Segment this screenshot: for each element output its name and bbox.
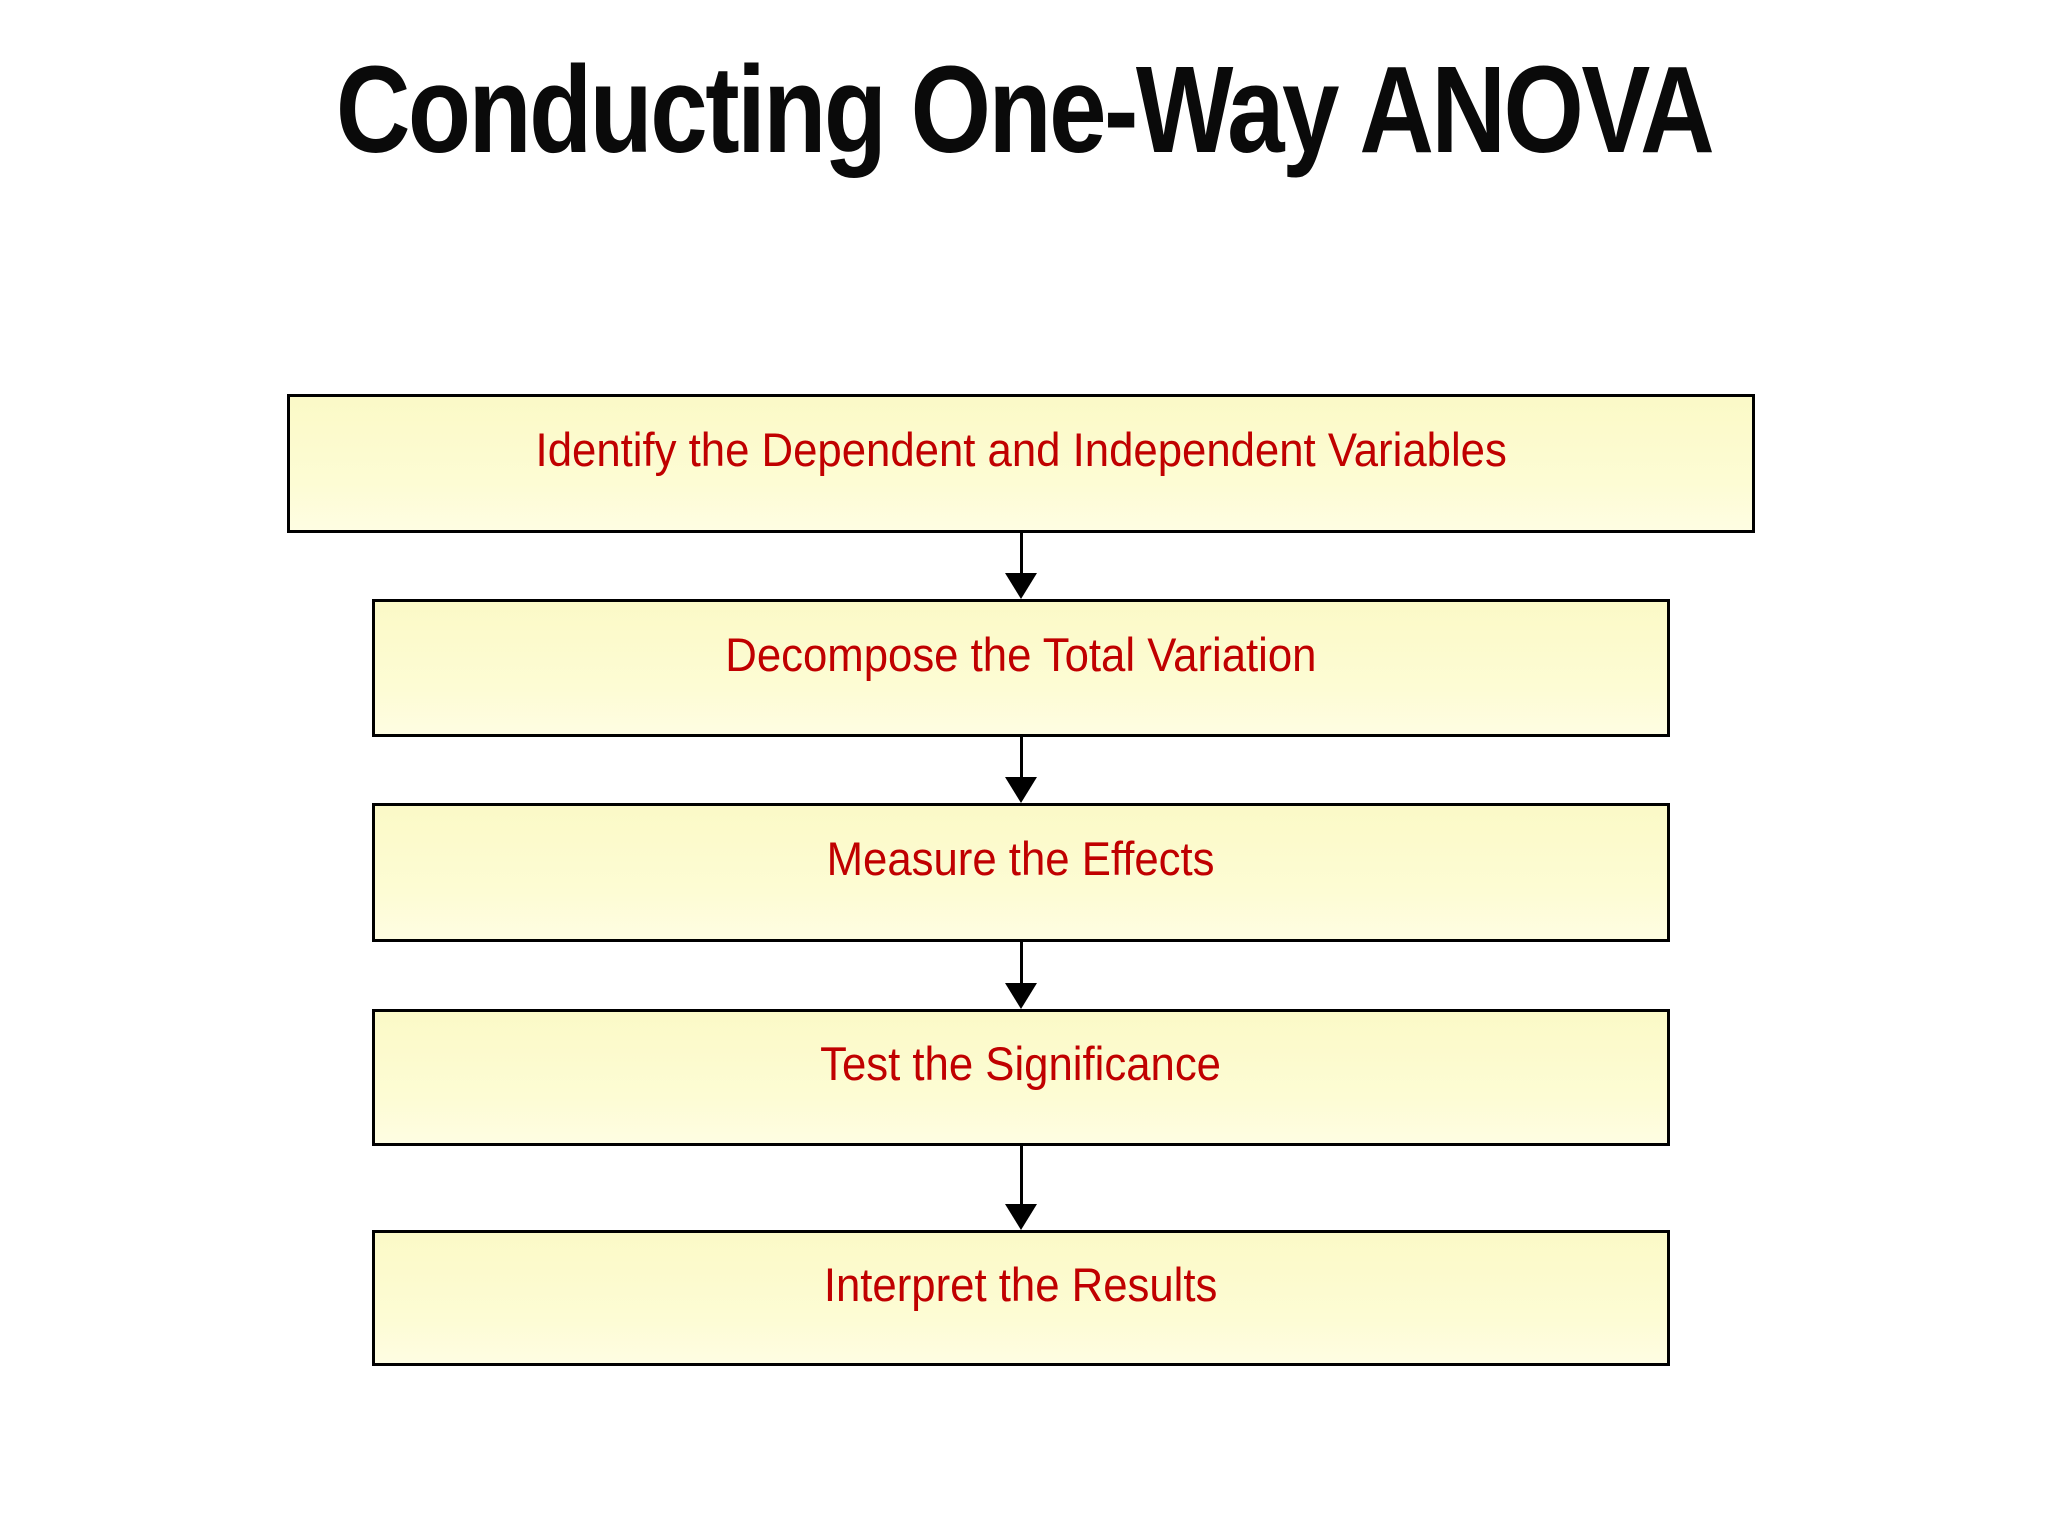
- flow-step-label-1: Identify the Dependent and Independent V…: [535, 423, 1507, 476]
- down-arrow-icon-4: [1005, 1146, 1037, 1230]
- arrow-shaft: [1019, 1146, 1023, 1204]
- flow-step-box-1: Identify the Dependent and Independent V…: [287, 394, 1755, 533]
- arrow-shaft: [1019, 737, 1023, 777]
- flow-step-label-4: Test the Significance: [820, 1037, 1222, 1090]
- arrow-head: [1005, 1204, 1037, 1230]
- down-arrow-icon-3: [1005, 942, 1037, 1009]
- down-arrow-icon-1: [1005, 533, 1037, 599]
- arrow-head: [1005, 573, 1037, 599]
- arrow-head: [1005, 983, 1037, 1009]
- down-arrow-icon-2: [1005, 737, 1037, 803]
- flow-step-box-2: Decompose the Total Variation: [372, 599, 1670, 737]
- flow-step-box-5: Interpret the Results: [372, 1230, 1670, 1366]
- flow-step-box-3: Measure the Effects: [372, 803, 1670, 942]
- slide-title: Conducting One-Way ANOVA: [335, 42, 1715, 179]
- flow-step-label-5: Interpret the Results: [824, 1257, 1218, 1311]
- arrow-shaft: [1019, 533, 1023, 573]
- arrow-shaft: [1019, 942, 1023, 983]
- flow-step-box-4: Test the Significance: [372, 1009, 1670, 1146]
- flow-step-label-2: Decompose the Total Variation: [725, 627, 1317, 681]
- arrow-head: [1005, 777, 1037, 803]
- flow-step-label-3: Measure the Effects: [827, 832, 1215, 885]
